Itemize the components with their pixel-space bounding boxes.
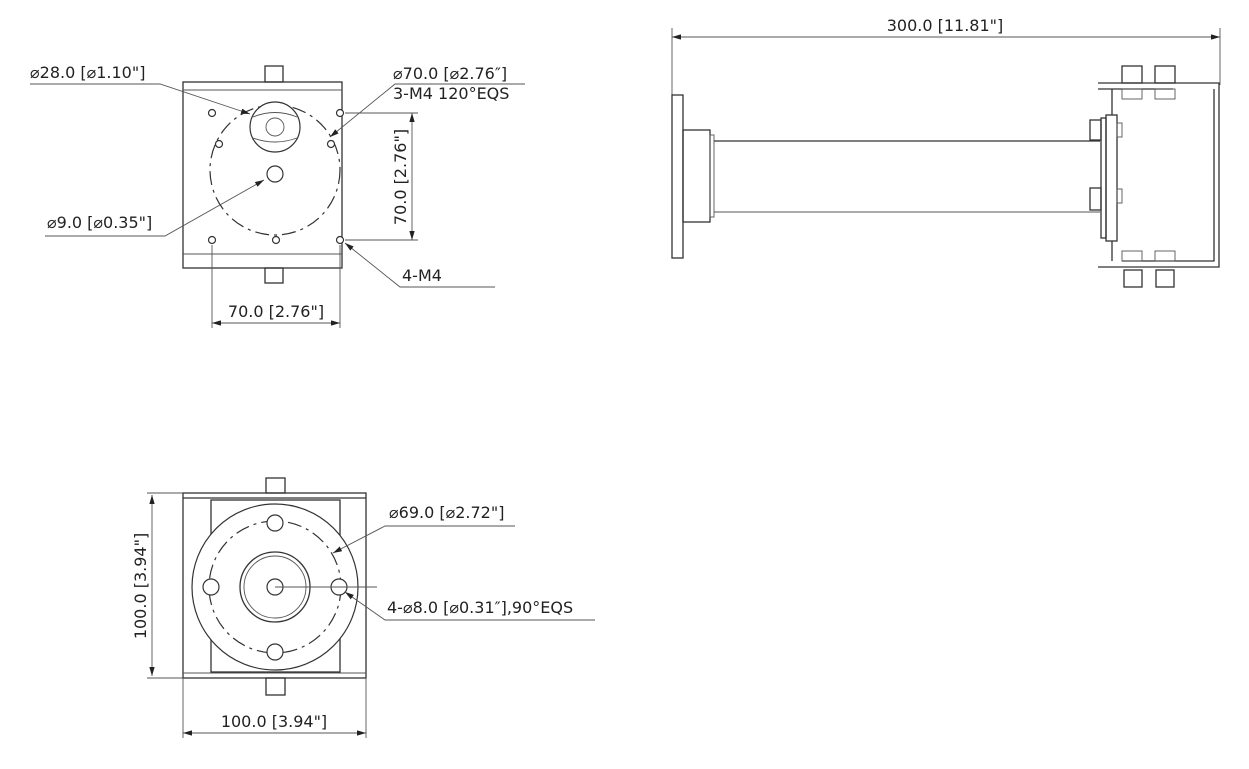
side-view: 300.0 [11.81"] — [671, 16, 1221, 288]
bottom-tab — [264, 267, 284, 284]
flange — [682, 129, 711, 223]
bottom-view: ⌀69.0 [⌀2.72"] 4-⌀8.0 [⌀0.31″],90°EQS 10… — [131, 477, 595, 738]
cable-hole-28 — [249, 101, 301, 153]
bracket-plate — [1105, 114, 1118, 242]
length-label: 300.0 [11.81"] — [887, 16, 1004, 35]
3m4-label: 3-M4 120°EQS — [393, 84, 509, 103]
circle-70-label: ⌀70.0 [⌀2.76″] — [393, 64, 507, 83]
horizontal-dim-label: 70.0 [2.76"] — [228, 302, 324, 321]
wall-plate — [671, 94, 684, 259]
height-label: 100.0 [3.94"] — [131, 533, 150, 639]
4holes-label: 4-⌀8.0 [⌀0.31″],90°EQS — [387, 598, 573, 617]
center-hole-9 — [266, 165, 284, 183]
m4-holes — [207, 108, 345, 245]
hole-28-label: ⌀28.0 [⌀1.10"] — [30, 63, 145, 82]
vertical-dim-label: 70.0 [2.76"] — [391, 129, 410, 225]
u-bracket — [1098, 82, 1220, 268]
top-tab — [264, 65, 284, 83]
top-view: ⌀28.0 [⌀1.10"] ⌀70.0 [⌀2.76″] 3-M4 120°E… — [30, 63, 525, 328]
mount-plate — [182, 81, 343, 269]
bolts — [1121, 65, 1176, 288]
hole-9-label: ⌀9.0 [⌀0.35"] — [47, 213, 152, 232]
width-label: 100.0 [3.94"] — [221, 712, 327, 731]
4m4-label: 4-M4 — [402, 266, 442, 285]
bracket-outline — [182, 492, 367, 679]
circle-69-label: ⌀69.0 [⌀2.72"] — [389, 503, 504, 522]
flange-holes — [202, 514, 348, 661]
